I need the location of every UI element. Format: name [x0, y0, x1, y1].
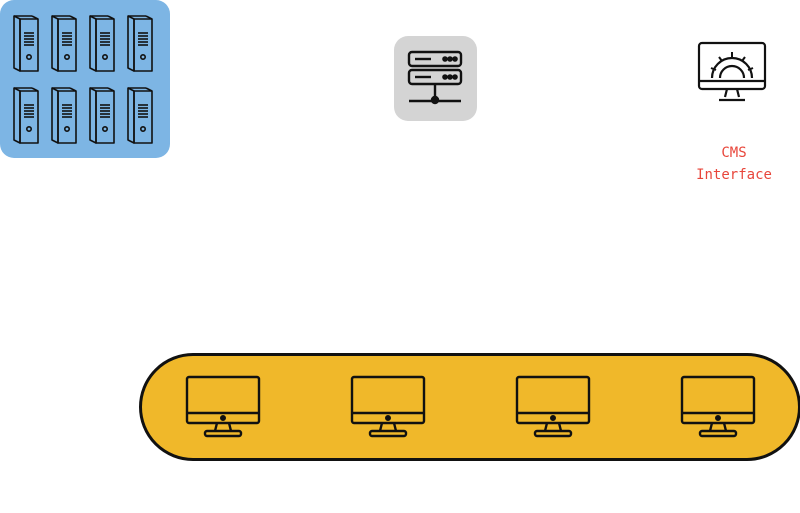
desktop-monitor-icon: [515, 375, 591, 443]
file-storage-panel: [0, 0, 170, 158]
server-node: [394, 36, 477, 121]
binder-icon: [88, 13, 118, 73]
binder-icon: [50, 85, 80, 145]
binder-icon: [50, 13, 80, 73]
monitor-gear-icon: [697, 41, 767, 102]
binder-icon: [12, 85, 42, 145]
cms-node: [697, 41, 767, 109]
binder-icon: [88, 85, 118, 145]
clients-group: [139, 353, 800, 461]
binder-icon: [126, 85, 156, 145]
binder-icon: [126, 13, 156, 73]
desktop-monitor-icon: [185, 375, 261, 443]
binder-icon: [12, 13, 42, 73]
desktop-monitor-icon: [350, 375, 426, 443]
cms-label: CMS Interface: [696, 145, 772, 183]
server-icon: [407, 50, 463, 105]
desktop-monitor-icon: [680, 375, 756, 443]
